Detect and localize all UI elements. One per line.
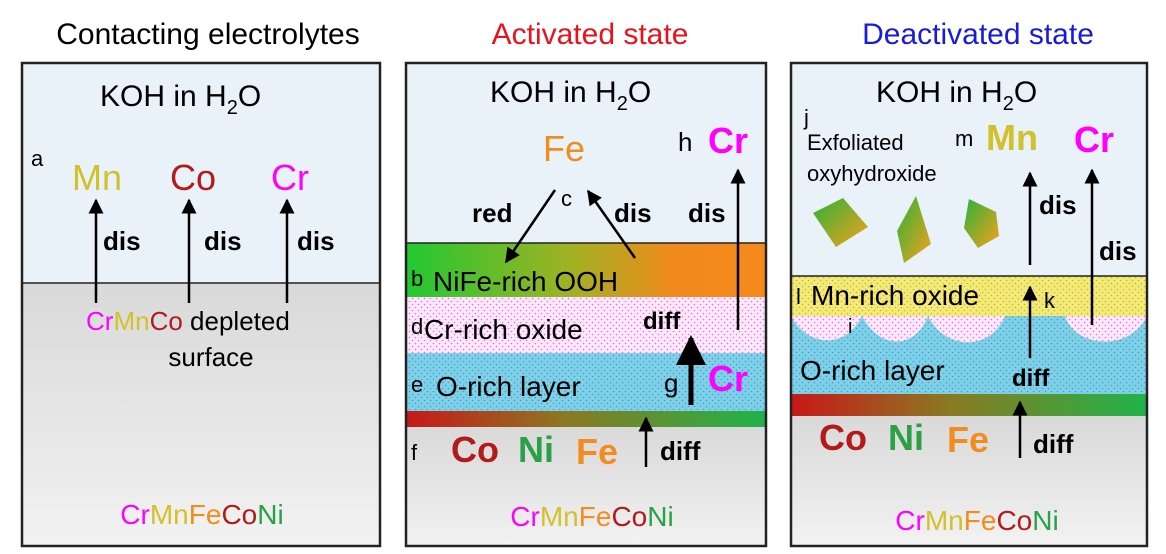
dis-label: dis: [688, 198, 726, 228]
cr-depleted-pockets: [791, 316, 1005, 343]
ion-mn: Mn: [72, 157, 122, 198]
electrolyte-region: [406, 63, 766, 243]
layer-interface: [406, 411, 766, 427]
label-f: f: [411, 440, 418, 465]
cr-depleted-pocket: [1065, 316, 1147, 342]
exfoliated-flake: [897, 196, 931, 263]
dis-label: dis: [1039, 190, 1077, 220]
electrolyte-label: KOH in H2O: [876, 76, 1037, 115]
electrolyte-label: KOH in H2O: [100, 80, 261, 119]
layer-o-label: O-rich layer: [436, 371, 581, 402]
dis-label: dis: [297, 226, 335, 256]
surface-label: surface: [168, 342, 253, 372]
panel-frame: [20, 61, 382, 548]
alloy-region: [406, 427, 766, 546]
diff-label: diff: [643, 308, 681, 335]
layer-mn-oxide: [791, 276, 1147, 316]
label-j: j: [803, 105, 809, 130]
layer-mn-label: Mn-rich oxide: [811, 280, 979, 311]
depleted-surface-label: CrMnCo depleted: [86, 306, 290, 336]
ion-cr-g: Cr: [708, 358, 748, 399]
panel-deactivated: KOH in H2O j Exfoliated oxyhydroxide m M…: [789, 61, 1149, 548]
label-k: k: [1044, 288, 1056, 313]
label-g: g: [664, 368, 678, 398]
ion-ni: Ni: [888, 417, 924, 458]
panel-title-contacting: Contacting electrolytes: [56, 18, 360, 51]
alloy-composition: CrMnFeCoNi: [120, 499, 283, 530]
label-a: a: [31, 146, 44, 171]
layer-nife-ooh: [406, 243, 766, 297]
panel-activated: KOH in H2O Fe c red dis h Cr dis b NiFe-…: [404, 61, 768, 548]
panel-frame: [404, 61, 768, 548]
dis-label: dis: [614, 198, 652, 228]
layer-cr-label: Cr-rich oxide: [424, 314, 583, 345]
ion-fe: Fe: [947, 419, 989, 460]
alloy-region: [791, 416, 1147, 546]
ion-fe: Fe: [543, 128, 585, 169]
electrolyte-region: [22, 63, 380, 283]
oxyhydroxide-label: oxyhydroxide: [807, 161, 937, 186]
label-e: e: [411, 372, 423, 397]
ion-cr: Cr: [271, 157, 309, 198]
arrow-dis: [586, 189, 637, 259]
label-i: i: [848, 316, 852, 338]
dis-label: dis: [1099, 236, 1137, 266]
diff-label: diff: [1033, 429, 1074, 459]
label-l: l: [796, 284, 801, 309]
ion-cr: Cr: [1074, 119, 1114, 160]
diff-label: diff: [660, 436, 701, 466]
ion-ni: Ni: [518, 429, 554, 470]
exfoliated-flake: [964, 199, 999, 248]
panel-contacting: KOH in H2O a Mn Co Cr dis dis dis CrMnCo…: [20, 61, 382, 548]
electrolyte-label: KOH in H2O: [490, 76, 651, 115]
dis-label: dis: [204, 226, 242, 256]
label-d: d: [411, 314, 423, 339]
panel-title-activated: Activated state: [492, 18, 689, 51]
layer-cr-oxide: [406, 297, 766, 353]
layer-o-rich: [406, 353, 766, 411]
ion-co: Co: [451, 429, 499, 470]
dis-label: dis: [103, 226, 141, 256]
exfoliated-label: Exfoliated: [807, 130, 904, 155]
alloy-composition: CrMnFeCoNi: [895, 505, 1058, 536]
layer-o-label: O-rich layer: [800, 355, 945, 386]
alloy-composition: CrMnFeCoNi: [510, 501, 673, 532]
label-c: c: [561, 186, 572, 211]
arrow-red: [504, 189, 557, 264]
layer-interface: [791, 394, 1147, 416]
diff-label: diff: [1012, 365, 1050, 392]
label-h: h: [678, 127, 692, 157]
label-b: b: [411, 266, 423, 291]
ion-co: Co: [170, 157, 216, 198]
ion-fe: Fe: [576, 431, 618, 472]
ion-co: Co: [819, 417, 867, 458]
ion-cr-top: Cr: [708, 120, 748, 161]
exfoliated-flake: [813, 198, 868, 247]
ion-mn: Mn: [986, 117, 1038, 158]
panel-frame: [789, 61, 1149, 548]
label-m: m: [955, 126, 973, 151]
alloy-region: [22, 283, 380, 546]
layer-ooh-label: NiFe-rich OOH: [433, 266, 618, 297]
red-label: red: [472, 198, 512, 228]
panel-title-deactivated: Deactivated state: [862, 18, 1094, 51]
